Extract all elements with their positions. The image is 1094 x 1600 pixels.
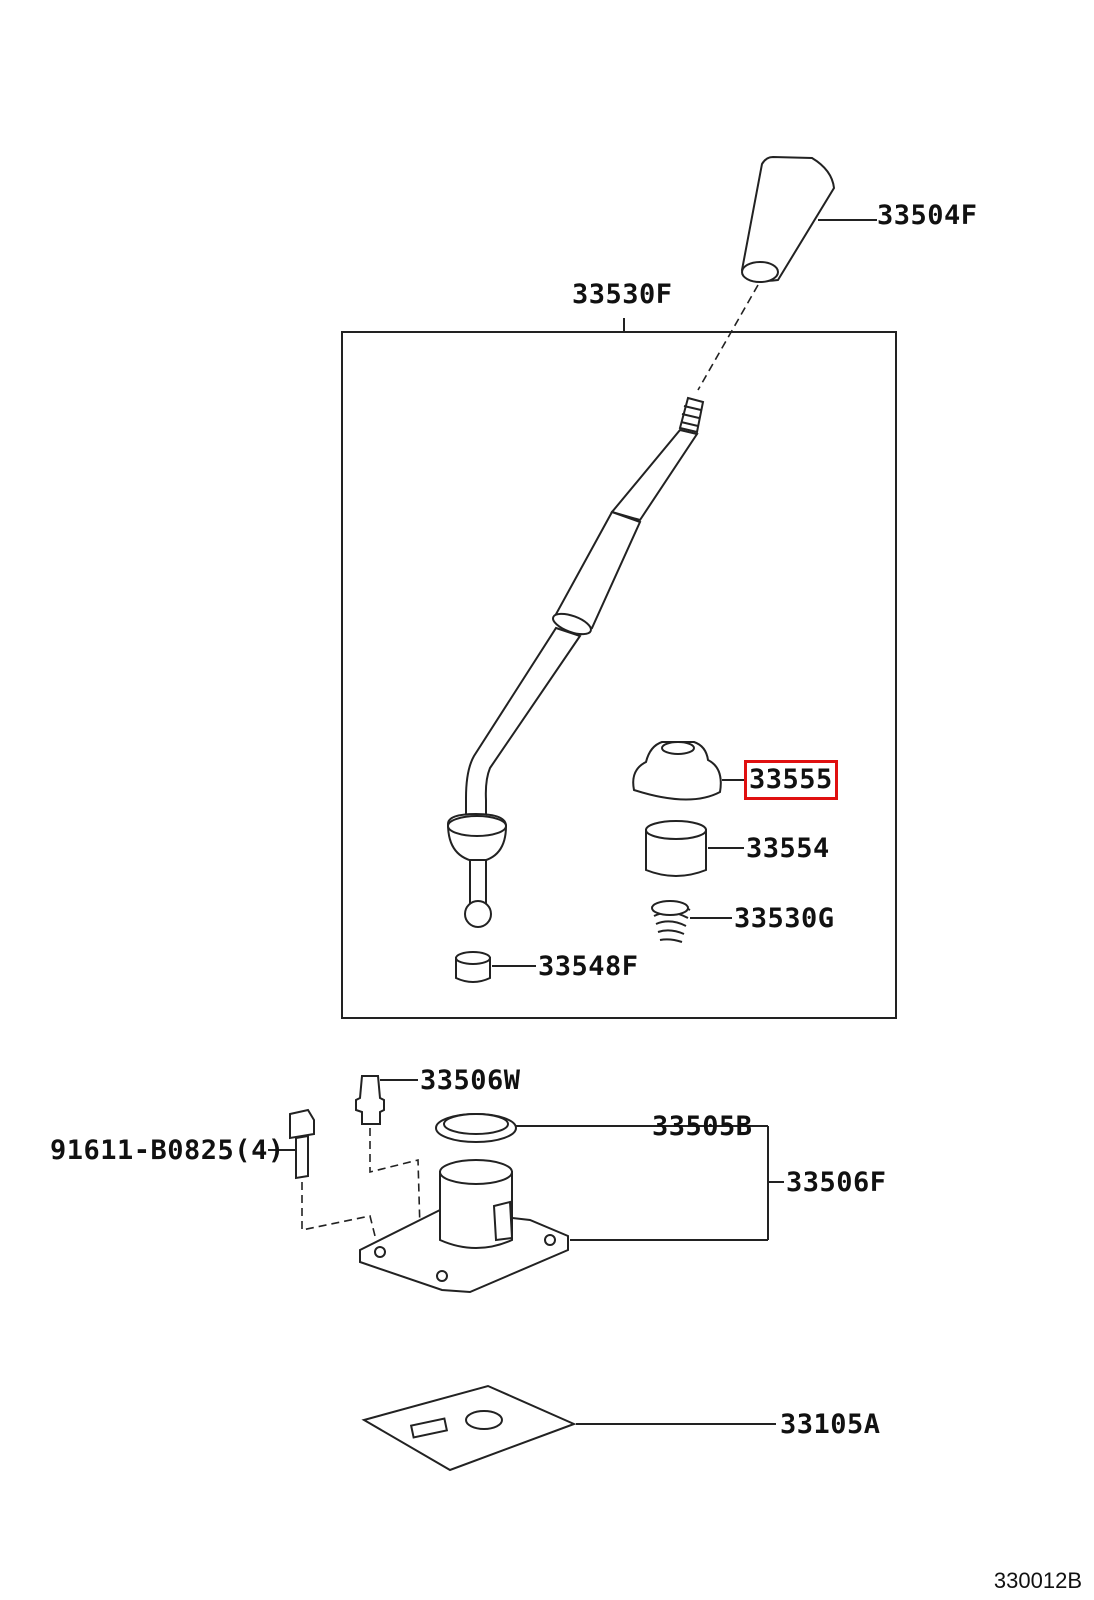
shift-lever-part[interactable] bbox=[446, 396, 705, 928]
vent-plug-part[interactable] bbox=[355, 1075, 421, 1231]
label-bushing[interactable]: 33554 bbox=[746, 833, 830, 864]
label-retainer-assy[interactable]: 33506F bbox=[786, 1167, 887, 1198]
retainer-housing-part[interactable] bbox=[359, 1125, 784, 1294]
diagram-code: 330012B bbox=[993, 1568, 1082, 1593]
label-retainer-seal[interactable]: 33505B bbox=[652, 1111, 753, 1142]
label-lever-assy[interactable]: 33530F bbox=[572, 279, 673, 310]
label-plate[interactable]: 33105A bbox=[780, 1409, 881, 1440]
label-seat[interactable]: 33548F bbox=[538, 951, 639, 982]
retainer-seal-part[interactable] bbox=[435, 1113, 760, 1143]
spring-part[interactable] bbox=[651, 900, 732, 943]
label-bolt[interactable]: 91611-B0825(4) bbox=[50, 1135, 285, 1166]
lever-assembly-box bbox=[341, 318, 897, 1019]
bushing-part[interactable] bbox=[645, 820, 744, 877]
label-spring[interactable]: 33530G bbox=[734, 903, 835, 934]
seat-part[interactable] bbox=[455, 951, 536, 983]
label-vent-plug[interactable]: 33506W bbox=[420, 1065, 521, 1096]
plate-part[interactable] bbox=[361, 1384, 776, 1472]
boot-part[interactable] bbox=[632, 741, 747, 801]
label-boot-highlighted[interactable]: 33555 bbox=[744, 760, 838, 800]
bolt-part[interactable] bbox=[268, 1108, 377, 1241]
label-knob[interactable]: 33504F bbox=[877, 200, 978, 231]
shift-knob-part[interactable] bbox=[697, 155, 877, 391]
